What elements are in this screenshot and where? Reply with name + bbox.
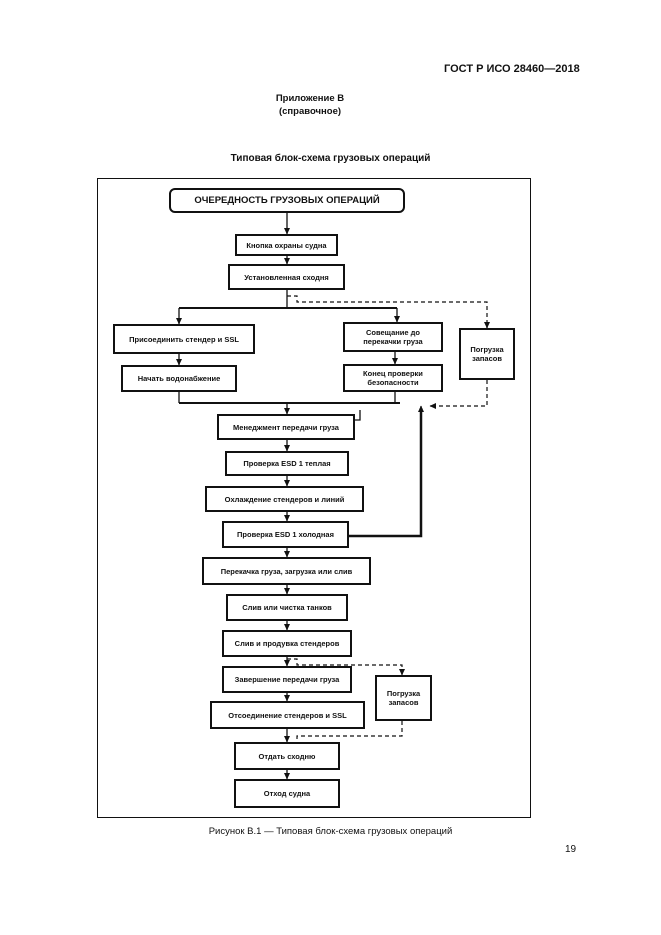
step-transfer: Перекачка груза, загрузка или слив [202,557,371,585]
step-meeting: Совещание до перекачки груза [343,322,443,352]
step-cargo-management: Менеджмент передачи груза [217,414,355,440]
section-title: Типовая блок-схема грузовых операций [230,153,431,164]
step-drain: Слив или чистка танков [226,594,348,621]
step-complete: Завершение передачи груза [222,666,352,693]
step-safety: Конец проверки безопасности [343,364,443,392]
appendix-title: Приложение В [275,93,345,104]
step-connect: Присоединить стендер и SSL [113,324,255,354]
appendix-note: (справочное) [278,106,342,117]
standard-number: ГОСТ Р ИСО 28460—2018 [444,63,580,75]
step-gangway-off: Отдать сходню [234,742,340,770]
step-secure-ship: Кнопка охраны судна [235,234,338,256]
step-water: Начать водонабжение [121,365,237,392]
page-number: 19 [565,844,577,855]
step-stores-2: Погрузка запасов [375,675,432,721]
step-purge: Слив и продувка стендеров [222,630,352,657]
step-esd-warm: Проверка ESD 1 теплая [225,451,349,476]
appendix-heading: Приложение В (справочное) [250,92,370,118]
flowchart-title: ОЧЕРЕДНОСТЬ ГРУЗОВЫХ ОПЕРАЦИЙ [169,188,405,213]
step-esd-cold: Проверка ESD 1 холодная [222,521,349,548]
figure-caption: Рисунок В.1 — Типовая блок-схема грузовы… [208,826,453,837]
step-gangway: Установленная сходня [228,264,345,290]
step-cooldown: Охлаждение стендеров и линий [205,486,364,512]
step-stores-1: Погрузка запасов [459,328,515,380]
flowchart-frame [97,178,531,818]
step-depart: Отход судна [234,779,340,808]
step-disconnect: Отсоединение стендеров и SSL [210,701,365,729]
